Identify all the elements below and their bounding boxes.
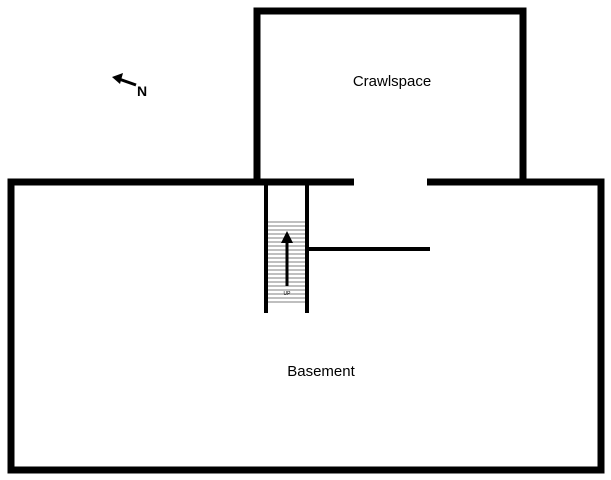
basement-label: Basement (287, 363, 355, 380)
stair-direction-arrow-icon (281, 231, 293, 286)
crawlspace-label: Crawlspace (353, 73, 431, 90)
north-label: N (137, 83, 147, 99)
basement-outer-walls (7, 182, 605, 474)
stairs-up-label: UP (284, 291, 292, 297)
crawlspace-walls (253, 7, 527, 182)
north-arrow-icon (112, 73, 137, 87)
